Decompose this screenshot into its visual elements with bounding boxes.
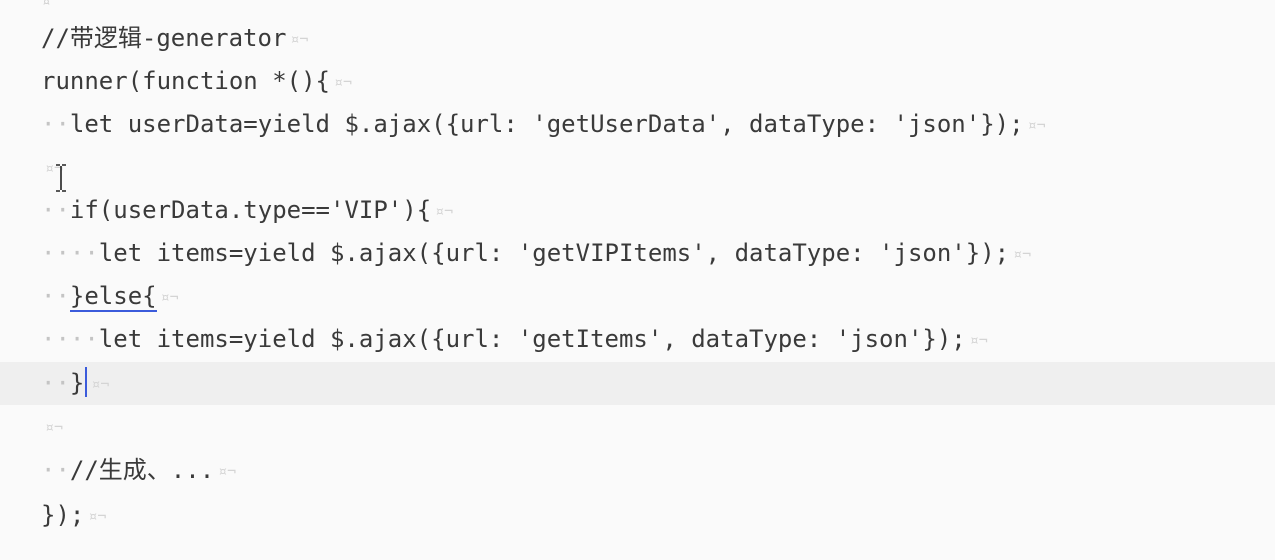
indent-dots: ·· (41, 282, 70, 310)
eol-marker: ¤¬ (45, 159, 64, 177)
eol-marker: ¤¬ (1027, 116, 1046, 134)
code-line[interactable]: ¤¬ (0, 146, 1275, 189)
eol-marker: ¤¬ (91, 375, 110, 393)
code-text: if(userData.type=='VIP'){ (69, 196, 432, 224)
code-line[interactable]: ····let items=yield $.ajax({url: 'getIte… (0, 318, 1275, 361)
code-text: }); (41, 501, 85, 529)
code-text: let items=yield $.ajax({url: 'getItems',… (98, 325, 966, 353)
code-text: //带逻辑-generator (41, 24, 287, 52)
indent-dots: ·· (41, 196, 70, 224)
code-line[interactable]: ··if(userData.type=='VIP'){¤¬ (0, 189, 1275, 232)
paragraph-marker: ¤ (42, 0, 51, 10)
code-text: }else{ (69, 282, 157, 312)
text-caret (85, 367, 88, 397)
code-line[interactable]: });¤¬ (0, 494, 1275, 537)
code-text: let userData=yield $.ajax({url: 'getUser… (69, 110, 1024, 138)
eol-marker: ¤¬ (290, 30, 309, 48)
indent-dots: ···· (41, 239, 99, 267)
eol-marker: ¤¬ (45, 418, 64, 436)
code-line[interactable]: ¤¬ (0, 405, 1275, 448)
eol-marker: ¤¬ (969, 331, 988, 349)
eol-marker: ¤¬ (1013, 245, 1032, 263)
code-text: //生成、... (69, 456, 215, 484)
indent-dots: ·· (41, 110, 70, 138)
code-line[interactable]: ····let items=yield $.ajax({url: 'getVIP… (0, 232, 1275, 275)
eol-marker: ¤¬ (435, 202, 454, 220)
code-text: runner(function *(){ (41, 67, 330, 95)
indent-dots: ···· (41, 325, 99, 353)
indent-dots: ·· (41, 369, 70, 397)
eol-marker: ¤¬ (88, 507, 107, 525)
code-text: } (69, 369, 85, 397)
eol-marker: ¤¬ (333, 73, 353, 91)
code-line[interactable]: ··let userData=yield $.ajax({url: 'getUs… (0, 103, 1275, 146)
indent-dots: ·· (41, 456, 70, 484)
code-text: let items=yield $.ajax({url: 'getVIPItem… (98, 239, 1010, 267)
ibeam-cursor-icon (56, 164, 66, 192)
current-line-highlight[interactable]: ··} ¤¬ (0, 362, 1275, 405)
eol-marker: ¤¬ (160, 288, 179, 306)
code-line[interactable]: runner(function *(){¤¬ (0, 60, 1275, 103)
code-line[interactable]: //带逻辑-generator¤¬ (0, 17, 1275, 60)
code-line[interactable]: ··}else{¤¬ (0, 275, 1275, 318)
code-line[interactable]: ··//生成、...¤¬ (0, 449, 1275, 492)
eol-marker: ¤¬ (218, 462, 237, 480)
